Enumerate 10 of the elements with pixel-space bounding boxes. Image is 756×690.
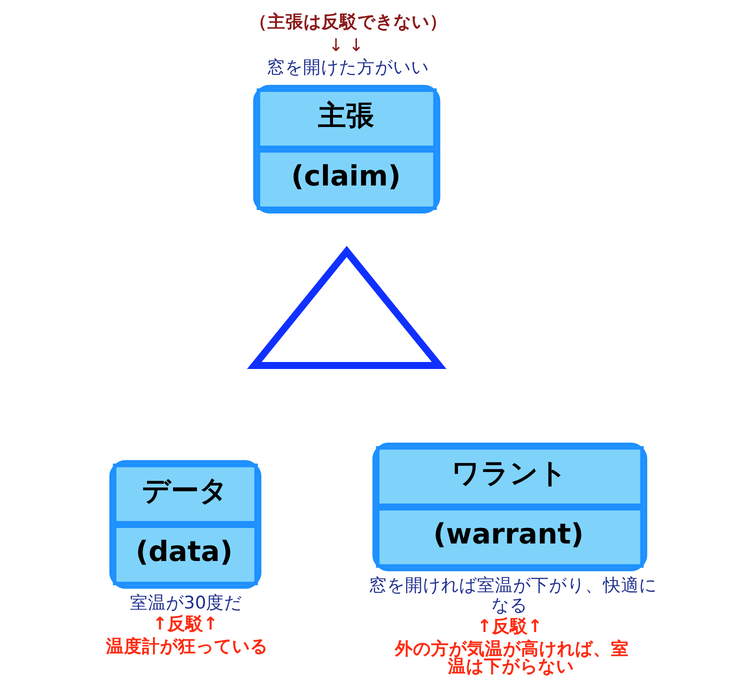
node-label: 温度計が狂っている bbox=[106, 636, 268, 657]
node-label: 外の方が気温が高ければ、室温は下がらない bbox=[395, 639, 630, 677]
node-label: 室温が30度だ bbox=[130, 594, 242, 614]
node-label: ↓ ↓ bbox=[328, 36, 364, 56]
node-triangle bbox=[246, 246, 446, 369]
node-label: （主張は反駁できない） bbox=[250, 12, 448, 33]
node-label: ↑反駁↑ bbox=[152, 614, 218, 635]
node-label: ↑反駁↑ bbox=[477, 617, 542, 638]
node-label: 窓を開けた方がいい bbox=[267, 58, 430, 78]
node-label: 窓を開ければ室温が下がり、快適になる bbox=[368, 576, 657, 616]
